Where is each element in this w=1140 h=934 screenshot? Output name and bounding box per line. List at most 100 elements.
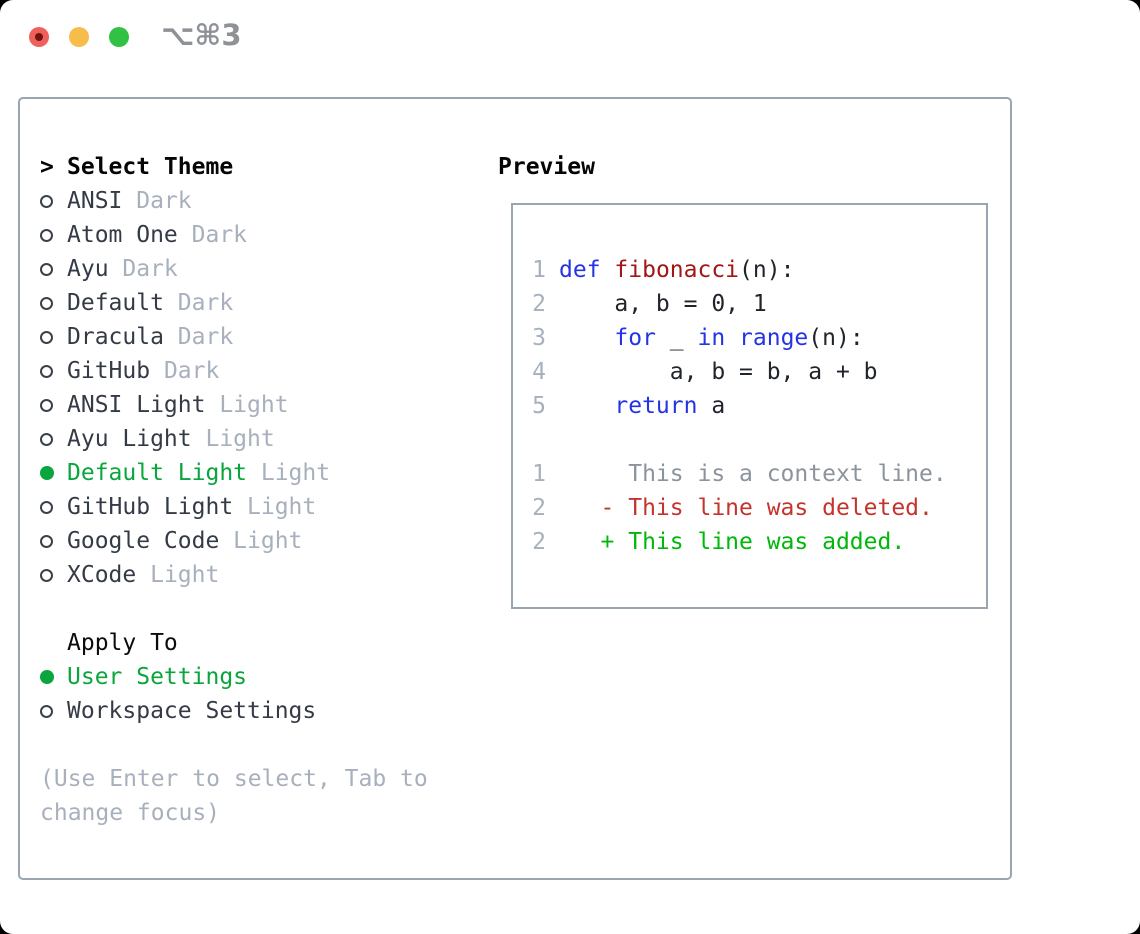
section-gap <box>40 728 490 762</box>
select-theme-title: Select Theme <box>67 154 234 180</box>
code-token: range <box>739 325 809 351</box>
theme-option-label: Google Code <box>67 528 220 554</box>
focus-chevron-icon: > <box>40 154 54 180</box>
theme-option-atom-one[interactable]: Atom One Dark <box>40 218 490 252</box>
theme-variant-label: Dark <box>177 324 234 350</box>
zoom-button[interactable] <box>109 27 129 47</box>
theme-option-label: ANSI <box>67 188 123 214</box>
code-token: + This line was added. <box>559 529 906 555</box>
theme-option-default-light[interactable]: Default Light Light <box>40 456 490 490</box>
apply-option-label: User Settings <box>67 664 248 690</box>
radio-icon <box>40 194 67 208</box>
close-button[interactable] <box>29 27 49 47</box>
preview-title: Preview <box>498 154 595 180</box>
theme-option-label: Default Light <box>67 460 248 486</box>
line-content: a, b = b, a + b <box>559 359 878 385</box>
code-line: 1 This is a context line. <box>513 457 986 491</box>
line-content: a, b = 0, 1 <box>559 291 767 317</box>
line-number: 5 <box>532 393 546 419</box>
radio-icon <box>40 364 67 378</box>
radio-icon <box>40 500 67 514</box>
theme-variant-label: Dark <box>136 188 192 214</box>
line-number: 1 <box>532 461 546 487</box>
window-title: ⌥⌘3 <box>161 18 242 52</box>
theme-option-xcode[interactable]: XCode Light <box>40 558 490 592</box>
apply-to-title: Apply To <box>67 630 178 656</box>
code-line: 1 def fibonacci(n): <box>513 253 986 287</box>
apply-to-heading: Apply To <box>40 626 490 660</box>
code-token <box>559 393 614 419</box>
radio-icon <box>40 228 67 242</box>
theme-variant-label: Dark <box>163 358 220 384</box>
theme-option-ayu[interactable]: Ayu Dark <box>40 252 490 286</box>
radio-icon <box>40 262 67 276</box>
line-number: 1 <box>532 257 546 283</box>
line-content: This is a context line. <box>559 461 947 487</box>
line-content: - This line was deleted. <box>559 495 933 521</box>
radio-icon <box>40 704 67 718</box>
code-line: 2 a, b = 0, 1 <box>513 287 986 321</box>
radio-icon <box>40 296 67 310</box>
radio-icon <box>40 330 67 344</box>
theme-option-label: Atom One <box>67 222 178 248</box>
close-dot-icon <box>35 33 43 41</box>
code-token: (n): <box>739 257 795 283</box>
theme-option-ansi[interactable]: ANSI Dark <box>40 184 490 218</box>
theme-option-ansi-light[interactable]: ANSI Light Light <box>40 388 490 422</box>
line-number: 3 <box>532 325 546 351</box>
radio-icon <box>40 534 67 548</box>
code-line: 2 + This line was added. <box>513 525 986 559</box>
code-line: 3 for _ in range(n): <box>513 321 986 355</box>
line-content: + This line was added. <box>559 529 906 555</box>
code-token: (n): <box>808 325 864 351</box>
theme-variant-label: Light <box>260 460 331 486</box>
theme-option-github[interactable]: GitHub Dark <box>40 354 490 388</box>
code-line: 2 - This line was deleted. <box>513 491 986 525</box>
theme-option-label: XCode <box>67 562 137 588</box>
code-token: a, b = 0, 1 <box>559 291 767 317</box>
line-number: 2 <box>532 495 546 521</box>
theme-variant-label: Light <box>247 494 317 520</box>
code-token: a, b = b, a + b <box>559 359 878 385</box>
keyboard-hint: (Use Enter to select, Tab to change focu… <box>40 766 428 826</box>
line-content: def fibonacci(n): <box>559 257 794 283</box>
radio-icon <box>40 568 67 582</box>
theme-variant-label: Dark <box>122 256 178 282</box>
theme-option-google-code[interactable]: Google Code Light <box>40 524 490 558</box>
code-token: This is a context line. <box>559 461 947 487</box>
theme-option-label: ANSI Light <box>67 392 206 418</box>
code-line <box>513 423 986 457</box>
theme-variant-label: Light <box>219 392 289 418</box>
radio-selected-icon <box>40 670 67 684</box>
theme-variant-label: Light <box>233 528 303 554</box>
apply-option-workspace-settings[interactable]: Workspace Settings <box>40 694 490 728</box>
select-theme-heading: > Select Theme <box>40 150 490 184</box>
radio-selected-icon <box>40 466 67 480</box>
apply-option-user-settings[interactable]: User Settings <box>40 660 490 694</box>
theme-option-label: GitHub <box>67 358 151 384</box>
code-token: for <box>614 325 656 351</box>
code-token: a <box>697 393 726 419</box>
code-line: 4 a, b = b, a + b <box>513 355 986 389</box>
code-token: in <box>697 325 726 351</box>
theme-variant-label: Dark <box>177 290 234 316</box>
theme-option-label: Ayu <box>67 256 109 282</box>
theme-variant-label: Dark <box>191 222 248 248</box>
code-token: - This line was deleted. <box>559 495 933 521</box>
theme-variant-label: Light <box>150 562 220 588</box>
radio-icon <box>40 398 67 412</box>
code-token <box>559 325 614 351</box>
line-content: for _ in range(n): <box>559 325 864 351</box>
minimize-button[interactable] <box>69 27 89 47</box>
line-number: 2 <box>532 529 546 555</box>
code-line: 5 return a <box>513 389 986 423</box>
code-token <box>725 325 739 351</box>
